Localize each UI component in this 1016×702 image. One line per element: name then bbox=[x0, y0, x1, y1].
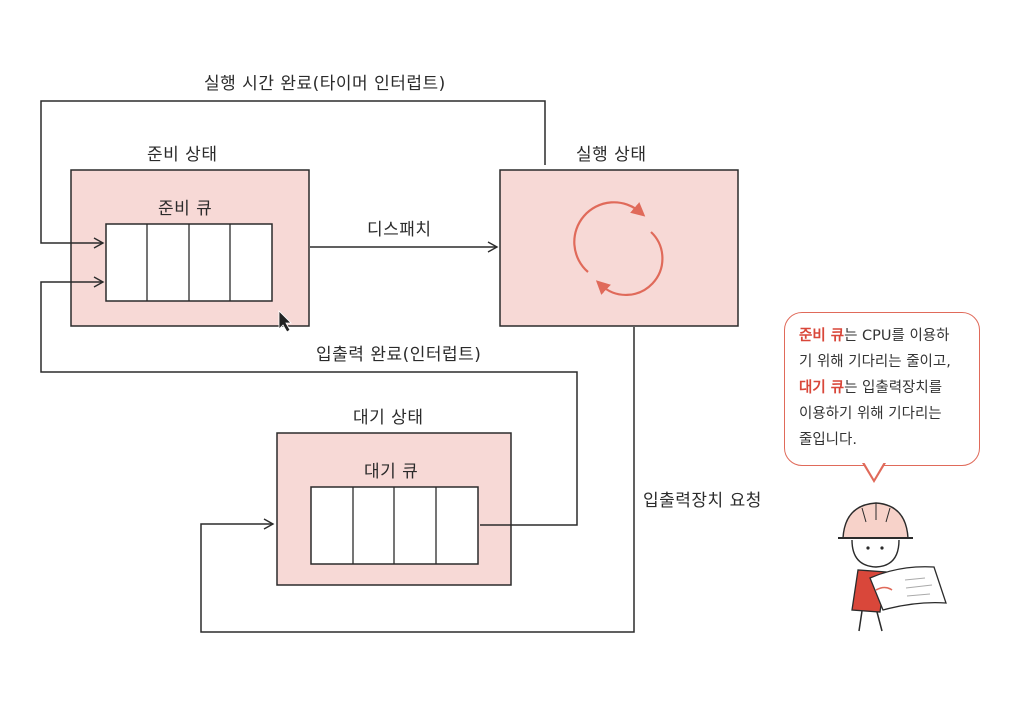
bubble-line-4: 이용하기 위해 기다리는 bbox=[799, 406, 942, 422]
io-request-label: 입출력장치 요청 bbox=[643, 491, 762, 511]
bubble-line-5: 줄입니다. bbox=[799, 432, 857, 448]
timer-interrupt-arrow bbox=[40, 100, 546, 249]
bubble-line-3: 대기 큐는 입출력장치를 bbox=[799, 375, 969, 401]
worker-character-illustration bbox=[838, 502, 947, 632]
bubble-ready-queue-highlight: 준비 큐 bbox=[799, 328, 845, 344]
ready-queue-title: 준비 큐 bbox=[158, 199, 213, 219]
running-state-title: 실행 상태 bbox=[576, 145, 647, 165]
bubble-line-1: 준비 큐는 CPU를 이용하 bbox=[799, 323, 969, 349]
speech-bubble-tail-inner bbox=[864, 462, 884, 479]
bubble-line-2: 기 위해 기다리는 줄이고, bbox=[799, 354, 951, 370]
cycle-icon bbox=[573, 201, 664, 296]
bubble-waiting-queue-highlight: 대기 큐 bbox=[799, 380, 845, 396]
timer-interrupt-label: 실행 시간 완료(타이머 인터럽트) bbox=[204, 74, 446, 94]
io-request-arrow bbox=[200, 327, 635, 633]
bubble-line-1-text: 는 CPU를 이용하 bbox=[844, 328, 950, 344]
ready-queue-cells bbox=[105, 223, 273, 302]
mouse-cursor-icon bbox=[278, 310, 292, 333]
io-complete-arrow bbox=[40, 276, 578, 526]
waiting-queue-cells bbox=[310, 486, 479, 565]
running-state-box bbox=[499, 169, 739, 327]
waiting-queue-title: 대기 큐 bbox=[364, 462, 419, 482]
bubble-line-3-text: 는 입출력장치를 bbox=[844, 380, 943, 396]
io-complete-label: 입출력 완료(인터럽트) bbox=[316, 345, 482, 365]
dispatch-label: 디스패치 bbox=[367, 220, 432, 240]
ready-state-title: 준비 상태 bbox=[147, 145, 218, 165]
speech-bubble: 준비 큐는 CPU를 이용하 기 위해 기다리는 줄이고, 대기 큐는 입출력장… bbox=[784, 312, 980, 466]
waiting-state-title: 대기 상태 bbox=[353, 408, 424, 428]
